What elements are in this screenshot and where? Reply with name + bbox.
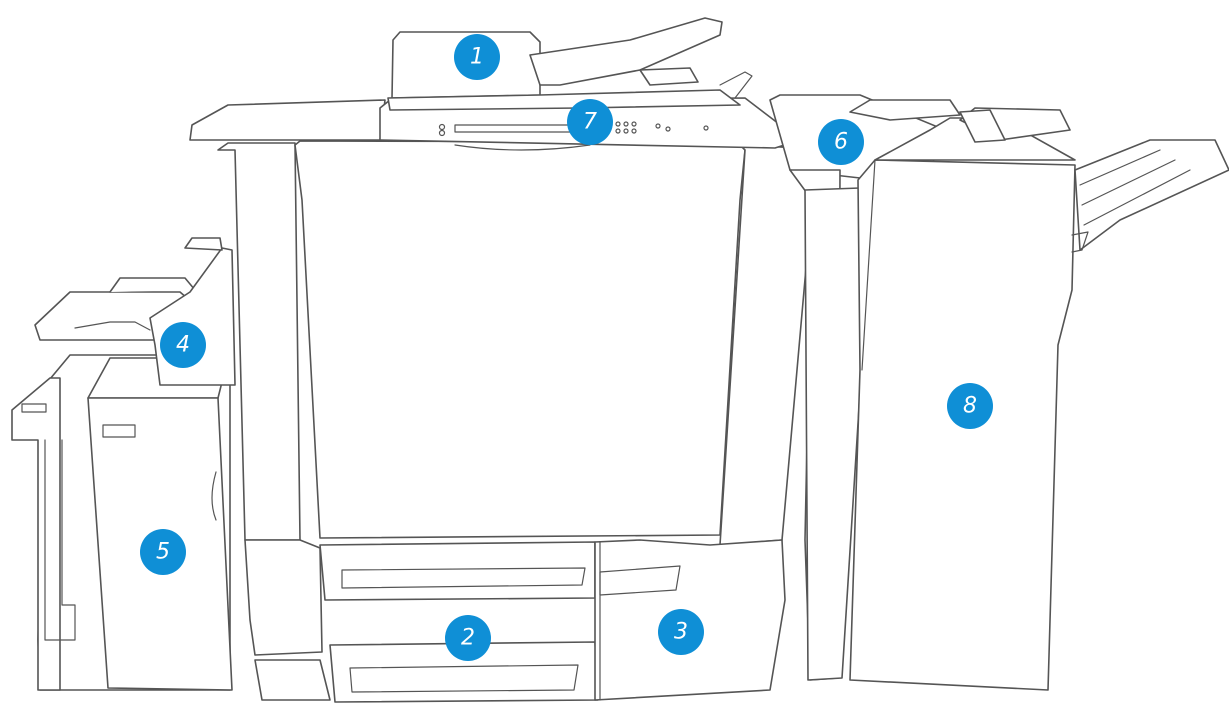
callout-label: 8: [963, 394, 977, 419]
callout-label: 3: [674, 620, 688, 645]
callout-6: 6: [818, 119, 864, 165]
callout-8: 8: [947, 383, 993, 429]
callout-5: 5: [140, 529, 186, 575]
finisher: [850, 108, 1229, 690]
callout-4: 4: [160, 322, 206, 368]
document-feeder: [388, 18, 752, 110]
callout-1: 1: [454, 34, 500, 80]
callout-label: 6: [834, 130, 848, 155]
copier-body: [190, 98, 812, 702]
callout-label: 2: [461, 626, 475, 651]
callout-label: 4: [176, 333, 190, 358]
callout-label: 5: [156, 540, 170, 565]
callout-label: 1: [470, 45, 484, 70]
high-capacity-feeder: [12, 355, 232, 690]
callout-7: 7: [567, 99, 613, 145]
callout-label: 7: [583, 110, 597, 135]
callout-3: 3: [658, 609, 704, 655]
callout-2: 2: [445, 615, 491, 661]
